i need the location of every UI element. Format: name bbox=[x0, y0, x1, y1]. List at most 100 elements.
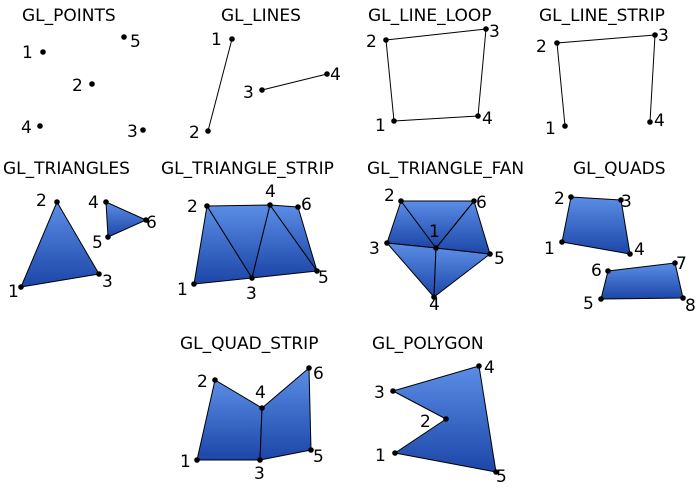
line-segment bbox=[393, 115, 479, 122]
vertex-label: 5 bbox=[318, 268, 329, 288]
vertex-dot bbox=[103, 199, 109, 205]
filled-primitive bbox=[269, 204, 318, 272]
vertex-dot bbox=[390, 388, 396, 394]
vertex-label: 8 bbox=[685, 296, 696, 316]
vertex-dot bbox=[54, 199, 60, 205]
vertex-dot bbox=[257, 457, 263, 463]
vertex-dot bbox=[384, 240, 390, 246]
vertex-dot bbox=[191, 281, 197, 287]
vertex-label: 5 bbox=[496, 467, 507, 487]
vertex-label: 6 bbox=[301, 195, 312, 215]
filled-primitive bbox=[400, 200, 475, 249]
panel-title: GL_POLYGON bbox=[372, 334, 484, 354]
line-segment bbox=[385, 28, 487, 41]
vertex-dot bbox=[308, 447, 314, 453]
line-segment bbox=[207, 38, 233, 132]
vertex-dot bbox=[18, 284, 24, 290]
vertex-dot bbox=[89, 81, 95, 87]
vertex-label: 6 bbox=[146, 213, 157, 233]
vertex-dot bbox=[121, 34, 127, 40]
vertex-label: 1 bbox=[180, 452, 191, 472]
vertex-dot bbox=[443, 416, 449, 422]
vertex-label: 1 bbox=[429, 222, 440, 242]
vertex-label: 4 bbox=[429, 295, 440, 315]
vertex-label: 3 bbox=[369, 239, 380, 259]
panel-title: GL_LINES bbox=[221, 6, 301, 26]
vertex-dot bbox=[433, 245, 439, 251]
vertex-label: 4 bbox=[634, 240, 645, 260]
vertex-label: 4 bbox=[654, 111, 665, 131]
vertex-label: 2 bbox=[420, 412, 431, 432]
vertex-label: 4 bbox=[265, 182, 276, 202]
vertex-label: 1 bbox=[544, 239, 555, 259]
vertex-dot bbox=[212, 377, 218, 383]
vertex-label: 1 bbox=[375, 116, 386, 136]
vertex-label: 5 bbox=[130, 32, 141, 52]
vertex-label: 2 bbox=[554, 189, 565, 209]
filled-primitive bbox=[561, 196, 631, 255]
vertex-label: 4 bbox=[330, 65, 341, 85]
filled-primitive bbox=[600, 262, 684, 300]
vertex-dot bbox=[295, 204, 301, 210]
vertex-label: 2 bbox=[197, 372, 208, 392]
vertex-label: 5 bbox=[313, 447, 324, 467]
panel-title: GL_QUAD_STRIP bbox=[180, 334, 318, 354]
vertex-dot bbox=[605, 268, 611, 274]
vertex-dot bbox=[398, 198, 404, 204]
vertex-label: 3 bbox=[243, 83, 254, 103]
vertex-dot bbox=[391, 118, 397, 124]
vertex-dot bbox=[680, 295, 686, 301]
vertex-dot bbox=[652, 32, 658, 38]
vertex-dot bbox=[554, 40, 560, 46]
panel-title: GL_TRIANGLES bbox=[3, 159, 130, 179]
vertex-label: 1 bbox=[545, 119, 556, 139]
vertex-dot bbox=[618, 197, 624, 203]
panel-title: GL_LINE_LOOP bbox=[368, 6, 491, 26]
vertex-dot bbox=[314, 268, 320, 274]
vertex-dot bbox=[140, 127, 146, 133]
vertex-label: 2 bbox=[72, 76, 83, 96]
vertex-dot bbox=[493, 469, 499, 475]
vertex-label: 7 bbox=[676, 254, 687, 274]
line-segment bbox=[556, 34, 656, 44]
vertex-label: 3 bbox=[102, 272, 113, 292]
vertex-label: 2 bbox=[189, 123, 200, 143]
vertex-dot bbox=[249, 275, 255, 281]
line-segment bbox=[261, 73, 328, 91]
line-segment bbox=[556, 42, 566, 127]
vertex-label: 4 bbox=[21, 118, 32, 138]
vertex-dot bbox=[475, 113, 481, 119]
vertex-label: 6 bbox=[476, 193, 487, 213]
panel-title: GL_TRIANGLE_FAN bbox=[367, 159, 524, 179]
vertex-label: 2 bbox=[36, 191, 47, 211]
vertex-dot bbox=[392, 450, 398, 456]
filled-primitive bbox=[105, 201, 147, 238]
vertex-dot bbox=[259, 405, 265, 411]
vertex-dot bbox=[598, 296, 604, 302]
vertex-dot bbox=[306, 365, 312, 371]
vertex-dot bbox=[627, 251, 633, 257]
vertex-dot bbox=[559, 239, 565, 245]
vertex-label: 3 bbox=[374, 383, 385, 403]
panel-title: GL_TRIANGLE_STRIP bbox=[161, 159, 334, 179]
line-segment bbox=[649, 34, 656, 123]
vertex-label: 2 bbox=[384, 186, 395, 206]
vertex-label: 6 bbox=[591, 261, 602, 281]
vertex-dot bbox=[487, 251, 493, 257]
vertex-label: 3 bbox=[246, 284, 257, 304]
vertex-dot bbox=[205, 128, 211, 134]
vertex-dot bbox=[37, 123, 43, 129]
vertex-dot bbox=[229, 36, 235, 42]
filled-primitive bbox=[20, 201, 100, 288]
vertex-dot bbox=[471, 198, 477, 204]
vertex-dot bbox=[96, 271, 102, 277]
vertex-dot bbox=[483, 26, 489, 32]
vertex-label: 2 bbox=[187, 197, 198, 217]
panel-title: GL_LINE_STRIP bbox=[539, 6, 665, 26]
vertex-label: 3 bbox=[621, 192, 632, 212]
